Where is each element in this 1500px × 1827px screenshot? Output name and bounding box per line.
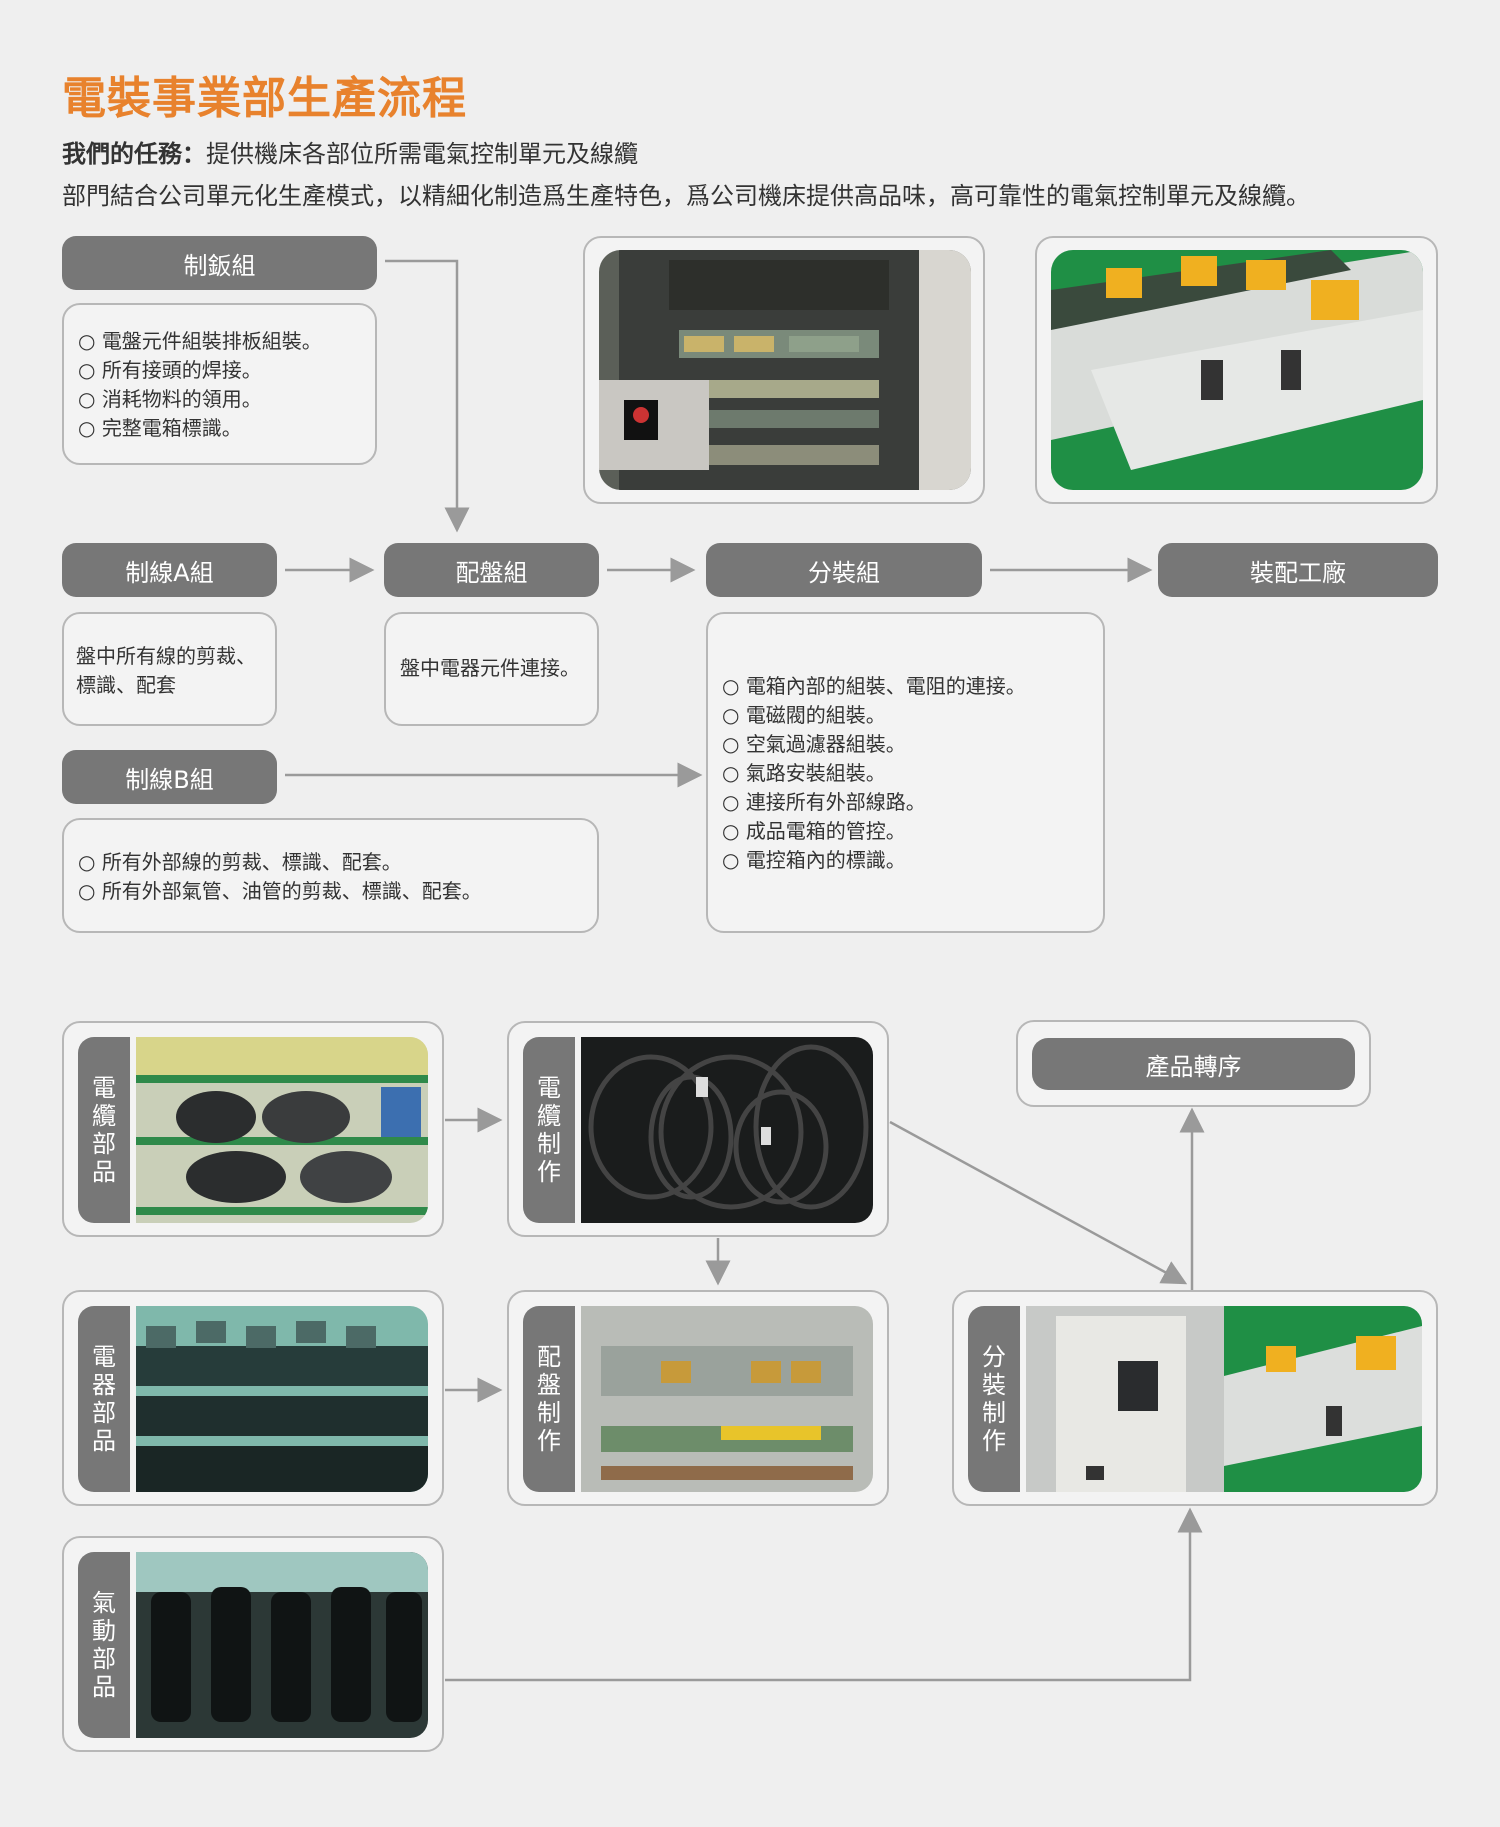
sub-assembly-group-label: 分裝組 xyxy=(706,543,982,597)
electrical-cabinet-photo xyxy=(599,250,971,490)
pneumatic-parts-label: 氣動部品 xyxy=(78,1552,130,1738)
cabinet-photo-frame xyxy=(583,236,985,504)
assembly-photo-frame xyxy=(1035,236,1438,504)
panel-group-box: 盤中電器元件連接。 xyxy=(384,612,599,726)
pneumatic-parts-card: 氣動部品 xyxy=(62,1536,444,1752)
electrical-parts-photo xyxy=(136,1306,428,1492)
wire-b-group-box: 所有外部線的剪裁、標識、配套。 所有外部氣管、油管的剪裁、標識、配套。 xyxy=(62,818,599,933)
mission-statement: 我們的任務：提供機床各部位所需電氣控制單元及線纜 xyxy=(62,134,638,169)
sub-assembly-making-photo xyxy=(1026,1306,1422,1492)
panel-making-photo xyxy=(581,1306,873,1492)
panel-group-label: 配盤組 xyxy=(384,543,599,597)
list-item: 連接所有外部線路。 xyxy=(722,788,1089,817)
assembly-plant-label: 裝配工廠 xyxy=(1158,543,1438,597)
arrow-pneumatic-to-subassembly xyxy=(445,1507,1203,1682)
sub-assembly-group-box: 電箱內部的組裝、電阻的連接。 電磁閥的組裝。 空氣過濾器組裝。 氣路安裝組裝。 … xyxy=(706,612,1105,933)
panel-making-label: 配盤制作 xyxy=(523,1306,575,1492)
list-item: 完整電箱標識。 xyxy=(78,414,361,443)
machine-subassembly-photo xyxy=(1051,250,1423,490)
cable-parts-photo xyxy=(136,1037,428,1223)
mission-label: 我們的任務： xyxy=(62,140,206,168)
intro-text: 部門結合公司單元化生產模式，以精細化制造爲生產特色，爲公司機床提供高品味，高可靠… xyxy=(62,182,1310,210)
pneumatic-parts-photo xyxy=(136,1552,428,1738)
sheet-metal-task-list: 電盤元件組裝排板組裝。 所有接頭的焊接。 消耗物料的領用。 完整電箱標識。 xyxy=(78,327,361,443)
cable-parts-card: 電纜部品 xyxy=(62,1021,444,1237)
wire-a-task-text: 盤中所有線的剪裁、標識、配套 xyxy=(76,644,256,697)
panel-task-text: 盤中電器元件連接。 xyxy=(400,656,580,680)
list-item: 電磁閥的組裝。 xyxy=(722,701,1089,730)
list-item: 所有外部線的剪裁、標識、配套。 xyxy=(78,848,583,877)
list-item: 消耗物料的領用。 xyxy=(78,385,361,414)
list-item: 空氣過濾器組裝。 xyxy=(722,730,1089,759)
mission-text: 提供機床各部位所需電氣控制單元及線纜 xyxy=(206,140,638,168)
wire-a-group-box: 盤中所有線的剪裁、標識、配套 xyxy=(62,612,277,726)
panel-making-card: 配盤制作 xyxy=(507,1290,889,1506)
cable-making-label: 電纜制作 xyxy=(523,1037,575,1223)
list-item: 氣路安裝組裝。 xyxy=(722,759,1089,788)
sub-assembly-task-list: 電箱內部的組裝、電阻的連接。 電磁閥的組裝。 空氣過濾器組裝。 氣路安裝組裝。 … xyxy=(722,672,1089,875)
electrical-parts-card: 電器部品 xyxy=(62,1290,444,1506)
list-item: 所有接頭的焊接。 xyxy=(78,356,361,385)
list-item: 成品電箱的管控。 xyxy=(722,817,1089,846)
wire-b-task-list: 所有外部線的剪裁、標識、配套。 所有外部氣管、油管的剪裁、標識、配套。 xyxy=(78,848,583,906)
sheet-metal-group-label: 制鈑組 xyxy=(62,236,377,290)
sub-assembly-making-card: 分裝制作 xyxy=(952,1290,1438,1506)
cable-making-photo xyxy=(581,1037,873,1223)
sheet-metal-group-box: 電盤元件組裝排板組裝。 所有接頭的焊接。 消耗物料的領用。 完整電箱標識。 xyxy=(62,303,377,465)
arrow-sheetmetal-to-panel xyxy=(385,259,470,533)
list-item: 電盤元件組裝排板組裝。 xyxy=(78,327,361,356)
list-item: 電箱內部的組裝、電阻的連接。 xyxy=(722,672,1089,701)
wire-b-group-label: 制線B組 xyxy=(62,750,277,804)
page-title: 電裝事業部生產流程 xyxy=(62,73,467,124)
cable-parts-label: 電纜部品 xyxy=(78,1037,130,1223)
sub-assembly-making-label: 分裝制作 xyxy=(968,1306,1020,1492)
electrical-parts-label: 電器部品 xyxy=(78,1306,130,1492)
arrow-cablemaking-to-subassembly xyxy=(889,1120,1188,1285)
cable-making-card: 電纜制作 xyxy=(507,1021,889,1237)
wire-a-group-label: 制線A組 xyxy=(62,543,277,597)
product-transfer-box: 產品轉序 xyxy=(1016,1020,1371,1107)
list-item: 所有外部氣管、油管的剪裁、標識、配套。 xyxy=(78,877,583,906)
list-item: 電控箱內的標識。 xyxy=(722,846,1089,875)
product-transfer-label: 產品轉序 xyxy=(1032,1038,1355,1090)
